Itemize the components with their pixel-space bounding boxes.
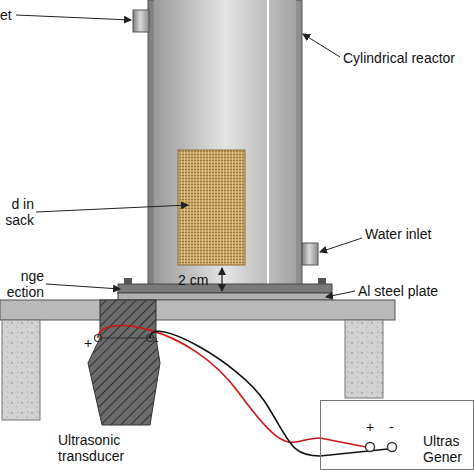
- wire-terminal: [147, 335, 154, 342]
- wire-connector: [98, 326, 320, 443]
- part-label: Cylindrical reactor: [343, 50, 455, 66]
- part-label: et: [0, 7, 12, 23]
- ultrasonic-generator: +- Ultras Gener: [320, 400, 474, 470]
- node-text: Ultras Gener: [423, 433, 474, 465]
- node-text: +: [84, 335, 92, 351]
- part-label: Al steel plate: [358, 283, 438, 299]
- ultrasonic-transducer: +-: [88, 338, 160, 425]
- dimension-label: 2 cm: [178, 272, 208, 288]
- node-text: -: [389, 419, 394, 435]
- node-text: -: [154, 333, 159, 349]
- part-label: Water inlet: [365, 226, 431, 242]
- node-text: +: [366, 419, 374, 435]
- part-label: nge ection: [0, 268, 44, 300]
- wire-terminal: [95, 335, 102, 342]
- transducer-shape: [88, 338, 160, 425]
- part-label: Ultrasonic transducer: [58, 432, 140, 464]
- transducer-body: [88, 338, 160, 425]
- wire-connector: [150, 331, 320, 456]
- part-label: d in sack: [0, 196, 34, 228]
